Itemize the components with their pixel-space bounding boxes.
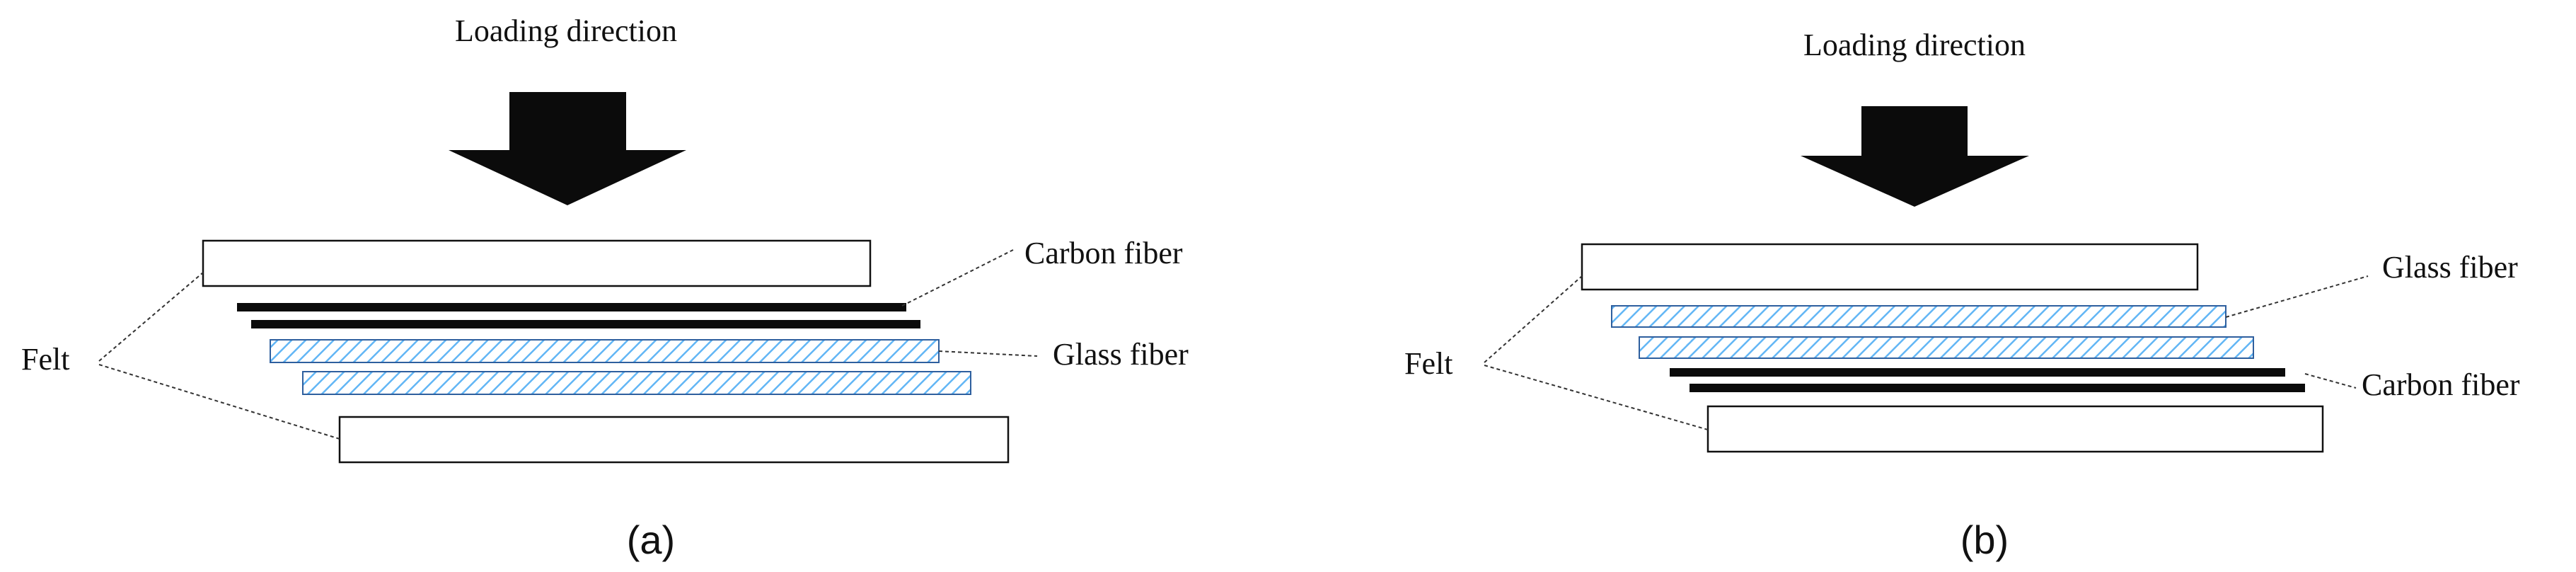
loading-direction-label-a: Loading direction: [455, 13, 677, 48]
carbon-fiber-layer-a1: [237, 303, 906, 311]
felt-bottom-a: [338, 416, 1010, 464]
carbon-fiber-layer-a2: [251, 320, 920, 328]
carbon-leader-line-a: [901, 249, 1014, 307]
glass-leader-line-a: [938, 350, 1038, 357]
carbon-fiber-layer-b1: [1670, 368, 2285, 377]
panel-b: Loading direction Glass fiber Carbon fib…: [1404, 28, 2520, 562]
felt-label-a: Felt: [21, 342, 69, 377]
felt-label-b: Felt: [1404, 346, 1452, 381]
loading-direction-label-b: Loading direction: [1803, 28, 2026, 62]
loading-arrow-a: [449, 92, 686, 205]
felt-leader-top-a: [98, 272, 204, 362]
glass-fiber-layer-b1: [1611, 305, 2226, 328]
loading-arrow-b: [1801, 106, 2029, 207]
carbon-fiber-layer-b2: [1690, 384, 2305, 392]
felt-top-a: [202, 239, 872, 287]
felt-leader-top-b: [1484, 275, 1583, 363]
carbon-fiber-label-a: Carbon fiber: [1024, 236, 1183, 270]
glass-fiber-label-a: Glass fiber: [1053, 337, 1189, 372]
glass-fiber-label-b: Glass fiber: [2382, 250, 2518, 285]
felt-bottom-b: [1706, 405, 2324, 453]
felt-leader-bottom-b: [1484, 365, 1709, 430]
glass-fiber-layer-a2: [302, 371, 971, 395]
glass-leader-line-b: [2225, 275, 2369, 318]
carbon-leader-line-b: [2304, 373, 2357, 389]
panel-caption-a: (a): [627, 517, 675, 562]
glass-fiber-layer-b2: [1639, 336, 2254, 359]
glass-fiber-layer-a1: [270, 339, 940, 363]
panel-a: Loading direction Carbon fiber Glass fib…: [21, 13, 1189, 562]
panel-caption-b: (b): [1960, 517, 2009, 562]
felt-top-b: [1581, 243, 2199, 291]
carbon-fiber-label-b: Carbon fiber: [2362, 367, 2520, 402]
